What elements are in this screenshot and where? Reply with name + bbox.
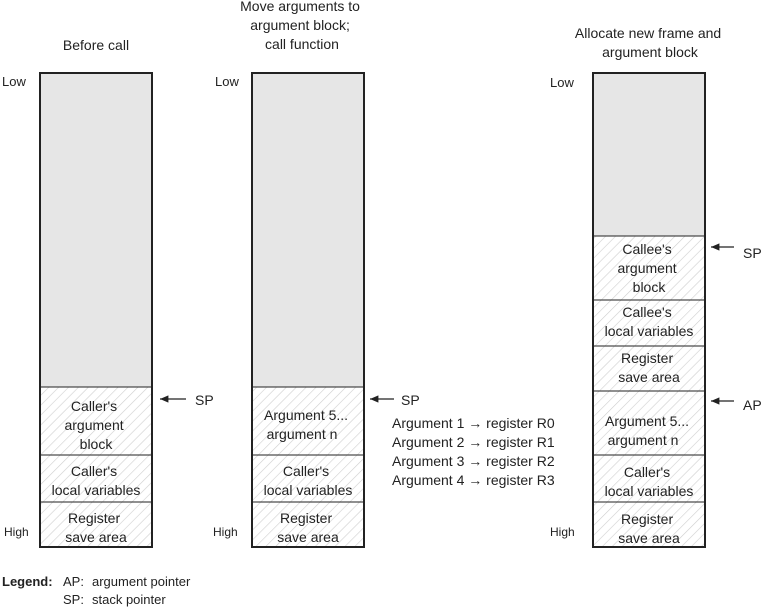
stack2-high-label: High [213, 525, 238, 539]
stack-allocate-new-frame: Allocate new frame and argument block Lo… [550, 25, 762, 548]
stack1-high-label: High [4, 525, 29, 539]
stack3-block-label: Register save area [618, 511, 680, 546]
stack1-title: Before call [63, 37, 129, 53]
register-map-line: Argument 4 → register R3 [392, 472, 555, 488]
stack1-outline [39, 72, 153, 548]
stack1-callers-local-variables [39, 454, 153, 503]
register-map-line: Argument 2 → register R1 [392, 434, 555, 450]
stack1-block-label: Caller's local variables [52, 463, 141, 498]
stack3-block-label: Register save area [618, 350, 680, 385]
stack2-block-label: Argument 5... argument n [264, 407, 352, 442]
stack3-sp-label: SP [743, 245, 762, 261]
stack2-outline [251, 72, 365, 548]
stack2-empty-region [252, 73, 364, 387]
stack-call-function: Move arguments to argument block; call f… [213, 0, 420, 548]
stack3-register-save-area [592, 501, 706, 548]
stack2-sp-label: SP [401, 392, 420, 408]
stack1-block-label: Register save area [65, 510, 127, 545]
stack3-low-label: Low [550, 75, 574, 90]
stack1-sp-label: SP [195, 392, 214, 408]
stack3-block-label: Caller's local variables [605, 464, 694, 499]
stack3-outline [592, 72, 706, 548]
stack2-title: Move arguments to argument block; call f… [240, 0, 364, 52]
register-map-line: Argument 1 → register R0 [392, 415, 555, 431]
register-map-line: Argument 3 → register R2 [392, 453, 555, 469]
stack3-high-label: High [550, 525, 575, 539]
stack3-argument-block [592, 390, 706, 456]
stack1-block-label: Caller's argument block [64, 398, 127, 452]
stack1-callers-argument-block [39, 386, 153, 456]
legend-text-ap: argument pointer [92, 574, 191, 589]
legend-label: Legend: [2, 574, 53, 589]
stack2-block-label: Caller's local variables [264, 463, 353, 498]
legend-text-sp: stack pointer [92, 592, 166, 607]
stack3-callees-argument-block [592, 235, 706, 301]
stack3-block-label: Callee's local variables [605, 304, 694, 339]
stack3-ap-label: AP [743, 397, 762, 413]
stack1-register-save-area [39, 501, 153, 548]
argument-register-map: Argument 1 → register R0 Argument 2 → re… [392, 415, 555, 488]
stack3-title: Allocate new frame and argument block [575, 25, 725, 60]
legend: Legend: AP: argument pointer SP: stack p… [2, 574, 191, 607]
stack1-low-label: Low [2, 74, 26, 89]
stack3-callers-local-variables [592, 454, 706, 503]
stack3-block-label: Argument 5... argument n [605, 413, 693, 448]
stack-before-call: Before call Low High Caller's argument b… [2, 37, 214, 548]
stack2-block-label: Register save area [277, 510, 339, 545]
stack3-empty-region [593, 73, 705, 236]
stack3-block-label: Callee's argument block [617, 241, 680, 295]
legend-abbr-sp: SP: [63, 592, 84, 607]
legend-abbr-ap: AP: [63, 574, 84, 589]
stack2-low-label: Low [215, 74, 239, 89]
stack1-empty-region [40, 73, 152, 387]
